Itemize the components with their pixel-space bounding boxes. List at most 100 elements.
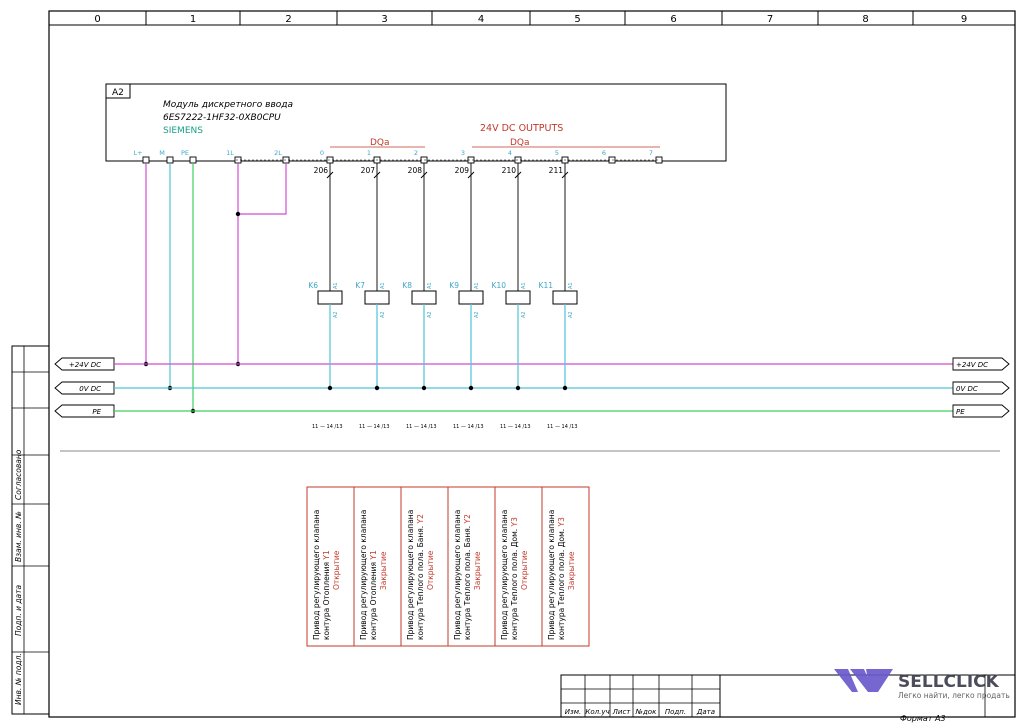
stamp-agreed: Согласовано — [14, 449, 23, 500]
junction-0v — [468, 385, 474, 391]
coil-terminal-bottom: A2 — [333, 311, 339, 318]
junction-0v — [515, 385, 521, 391]
title-block-header: Изм. — [565, 708, 581, 716]
contact-reference: 11 — 14 /13 — [312, 424, 343, 430]
column-label: 9 — [961, 14, 967, 25]
description-line-1: Привод регулирующего клапана — [547, 510, 556, 640]
description-line-2: контура Теплого пола. Дом. Y3 — [510, 517, 519, 640]
relay-tag: K7 — [355, 281, 365, 290]
description-text: контура Теплого пола. Баня. — [463, 526, 472, 640]
description-state: Открытие — [520, 550, 529, 590]
terminal-label: 4 — [508, 149, 512, 157]
relay-tag: K9 — [449, 281, 459, 290]
wire-marker — [561, 171, 569, 179]
description-text: контура Теплого пола. Баня. — [416, 526, 425, 640]
module-part-number: 6ES7222-1HF32-0XB0CPU — [163, 113, 281, 123]
relay-tag: K8 — [402, 281, 412, 290]
title-block-header: Дата — [696, 708, 715, 716]
coil-terminal-top: A1 — [427, 282, 433, 289]
module-tag-box — [105, 83, 131, 99]
description-state: Открытие — [426, 550, 435, 590]
terminal-label: PE — [181, 149, 189, 157]
bus-label-right: +24V DC — [956, 361, 988, 369]
relay-coil — [458, 290, 484, 305]
description-text: контура Теплого пола. Дом. — [557, 529, 566, 640]
terminal-label: L+ — [133, 149, 142, 157]
relay-tag: K10 — [492, 281, 507, 290]
coil-terminal-bottom: A2 — [568, 311, 574, 318]
wire-number: 210 — [502, 166, 517, 175]
terminal-l-plus — [142, 156, 150, 164]
column-label: 1 — [190, 14, 196, 25]
coil-terminal-top: A1 — [521, 282, 527, 289]
relay-coil — [364, 290, 390, 305]
contact-reference: 11 — 14 /13 — [547, 424, 578, 430]
title-block-header: Подп. — [665, 708, 686, 716]
coil-terminal-bottom: A2 — [521, 311, 527, 318]
terminal-label: 1L — [226, 149, 234, 157]
contact-reference: 11 — 14 /13 — [500, 424, 531, 430]
description-line-2: контура Отопления Y1 — [322, 550, 331, 640]
wire-number: 206 — [314, 166, 329, 175]
wire-marker — [467, 171, 475, 179]
title-block-header: Кол.уч — [585, 708, 609, 716]
column-label: 2 — [285, 14, 291, 25]
stamp-field-inventory: Инв. № подл. — [14, 653, 23, 705]
column-label: 7 — [767, 14, 773, 25]
junction-0v — [374, 385, 380, 391]
description-state: Закрытие — [567, 551, 576, 590]
coil-terminal-bottom: A2 — [427, 311, 433, 318]
relay-coil — [552, 290, 578, 305]
watermark: SELLCLICK Легко найти, легко продать — [834, 669, 1010, 700]
description-state: Закрытие — [379, 551, 388, 590]
wire-number: 207 — [361, 166, 376, 175]
bus-arrow-right — [952, 357, 1010, 371]
title-block-header: №док — [635, 708, 657, 716]
description-tag: Y3 — [557, 517, 566, 528]
group-label-right: DQa — [510, 138, 530, 148]
description-tag: Y1 — [369, 550, 378, 561]
module-title: Модуль дискретного ввода — [163, 100, 293, 110]
description-line-1: Привод регулирующего клапана — [312, 510, 321, 640]
outputs-title: 24V DC OUTPUTS — [480, 123, 563, 134]
column-dividers — [145, 11, 914, 25]
module-manufacturer: SIEMENS — [163, 126, 203, 136]
coil-terminal-top: A1 — [380, 282, 386, 289]
terminal-label: 2L — [274, 149, 282, 157]
terminal-label: 3 — [461, 149, 465, 157]
terminal-label: 6 — [602, 149, 606, 157]
coil-terminal-top: A1 — [568, 282, 574, 289]
coil-terminal-bottom: A2 — [380, 311, 386, 318]
wire-number: 209 — [455, 166, 470, 175]
bus-label-left: 0V DC — [79, 385, 101, 393]
contact-reference: 11 — 14 /13 — [453, 424, 484, 430]
coil-terminal-top: A1 — [474, 282, 480, 289]
description-line-2: контура Теплого пола. Баня. Y2 — [416, 514, 425, 640]
bus-label-right: 0V DC — [956, 385, 978, 393]
terminal-label: 7 — [649, 149, 653, 157]
terminal-label: 1 — [367, 149, 371, 157]
description-tag: Y1 — [322, 550, 331, 561]
stamp-field-sign-date: Подп. и дата — [14, 585, 23, 636]
relay-coil — [505, 290, 531, 305]
column-label: 5 — [574, 14, 580, 25]
column-label: 4 — [478, 14, 484, 25]
terminal-label: 2 — [414, 149, 418, 157]
description-line-1: Привод регулирующего клапана — [453, 510, 462, 640]
module-box — [105, 83, 727, 162]
description-line-2: контура Теплого пола. Дом. Y3 — [557, 517, 566, 640]
bus-arrow-right — [952, 404, 1010, 418]
wire-number: 208 — [408, 166, 423, 175]
description-tag: Y2 — [463, 514, 472, 525]
column-label: 8 — [862, 14, 868, 25]
